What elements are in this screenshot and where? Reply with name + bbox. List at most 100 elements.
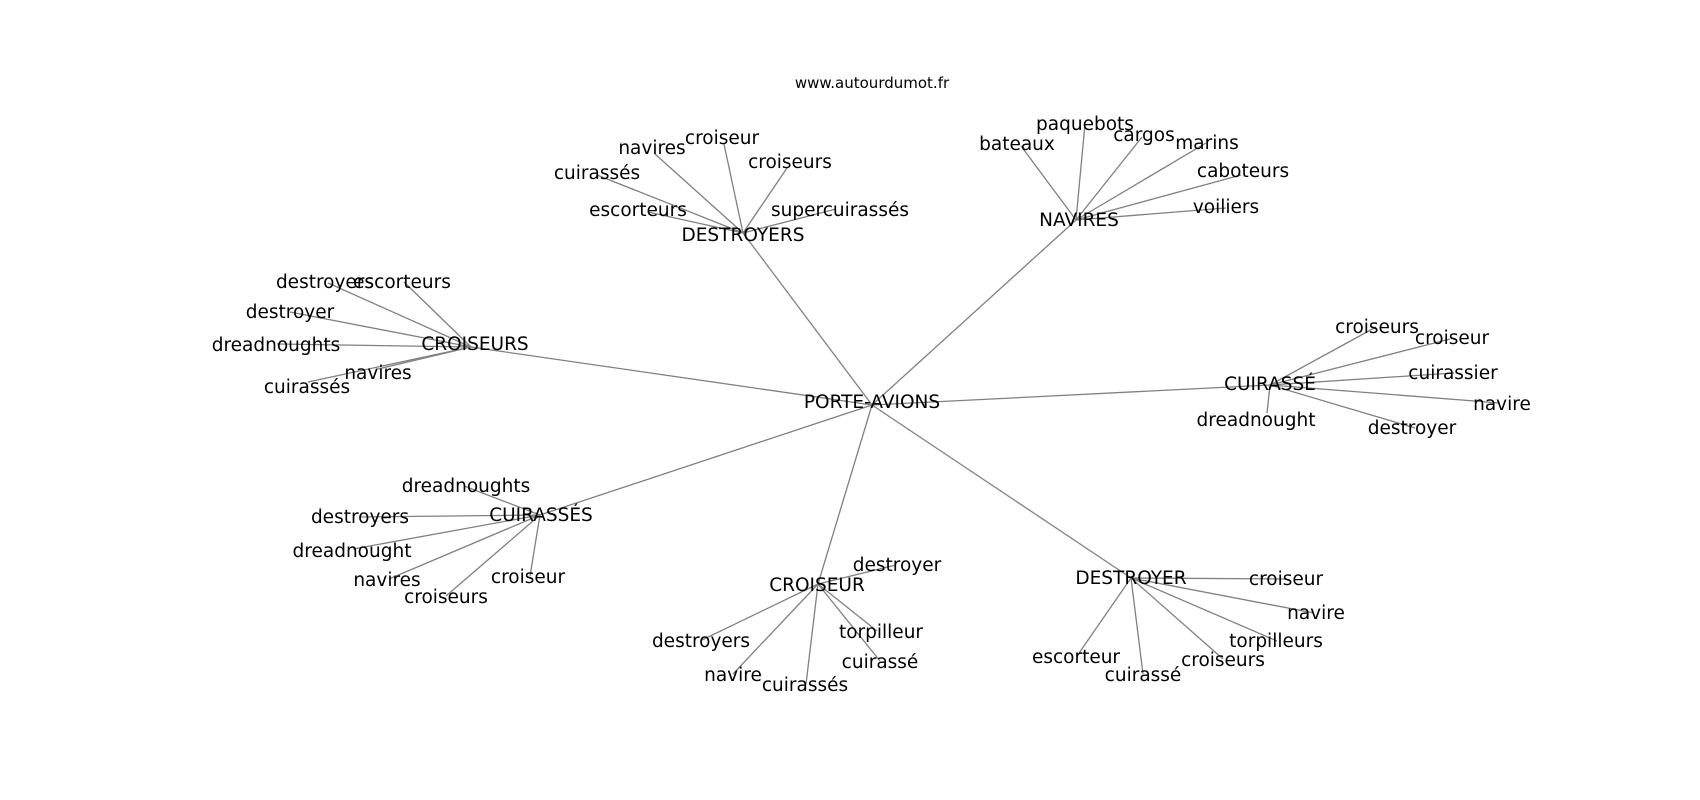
edge-hub-to-leaf <box>359 514 541 518</box>
edge-hub-to-leaf <box>817 583 878 632</box>
leaf-node-label: croiseurs <box>404 587 488 608</box>
leaf-node-label: croiseur <box>1249 569 1324 590</box>
edge-hub-to-leaf <box>817 583 881 662</box>
leaf-node-label: cuirassés <box>762 675 848 696</box>
edge-hub-to-leaf <box>723 143 744 234</box>
leaf-node-label: destroyers <box>652 631 750 652</box>
edge-hub-to-leaf <box>1266 384 1271 414</box>
edge-hub-to-leaf <box>647 211 744 234</box>
leaf-node-label: navires <box>344 363 411 384</box>
edge-hub-to-leaf <box>1269 384 1501 404</box>
edges-layer <box>276 123 1501 685</box>
edge-hub-to-leaf <box>817 564 897 585</box>
edge-hub-to-leaf <box>445 514 541 597</box>
leaf-node-label: paquebots <box>1036 114 1134 135</box>
edge-hub-to-leaf <box>1130 577 1315 614</box>
leaf-node-label: croiseurs <box>1335 317 1419 338</box>
leaf-node-label: dreadnought <box>1197 410 1316 431</box>
labels-layer: PORTE-AVIONSDESTROYERScroiseurnavirescui… <box>212 114 1531 696</box>
leaf-node-label: navires <box>618 138 685 159</box>
source-url: www.autourdumot.fr <box>795 74 950 92</box>
hub-node-label: NAVIRES <box>1039 210 1119 231</box>
leaf-node-label: destroyers <box>276 272 374 293</box>
edge-hub-to-leaf <box>742 208 837 234</box>
leaf-node-label: dreadnought <box>293 541 412 562</box>
edge-hub-to-leaf <box>1076 577 1132 657</box>
leaf-node-label: cuirassés <box>554 163 640 184</box>
leaf-node-label: cuirassés <box>264 377 350 398</box>
edge-hub-to-leaf <box>388 514 541 580</box>
edge-hub-to-leaf <box>596 174 744 234</box>
leaf-node-label: destroyer <box>853 555 942 576</box>
leaf-node-label: cuirassé <box>1105 665 1182 686</box>
edge-hub-to-leaf <box>1269 338 1451 386</box>
edge-hub-to-leaf <box>327 282 472 348</box>
leaf-node-label: torpilleurs <box>1229 631 1323 652</box>
edge-hub-to-leaf <box>1075 136 1143 221</box>
edge-hub-to-leaf <box>1020 145 1077 221</box>
leaf-node-label: voiliers <box>1193 197 1259 218</box>
edge-center-to-hub <box>817 404 873 585</box>
edge-center-to-hub <box>871 384 1271 406</box>
edge-center-to-hub <box>470 346 873 406</box>
hub-node-label: CUIRASSÉS <box>489 504 593 526</box>
edge-hub-to-leaf <box>1269 326 1377 386</box>
leaf-node-label: croiseurs <box>1181 650 1265 671</box>
leaf-node-label: dreadnoughts <box>402 476 531 497</box>
leaf-node-label: croiseur <box>491 567 566 588</box>
edge-hub-to-leaf <box>1130 577 1287 580</box>
edge-center-to-hub <box>871 219 1077 406</box>
edge-hub-to-leaf <box>742 167 788 234</box>
edge-center-to-hub <box>871 404 1132 579</box>
leaf-node-label: croiseurs <box>748 152 832 173</box>
leaf-node-label: escorteurs <box>589 200 687 221</box>
edge-hub-to-leaf <box>1075 174 1242 221</box>
edge-hub-to-leaf <box>1130 577 1224 660</box>
edge-hub-to-leaf <box>276 343 472 348</box>
hub-node-label: DESTROYER <box>1075 568 1186 589</box>
leaf-node-label: torpilleur <box>839 622 923 643</box>
leaf-node-label: navire <box>1287 603 1345 624</box>
edge-center-to-hub <box>742 232 873 406</box>
leaf-node-label: escorteur <box>1032 647 1120 668</box>
leaf-node-label: destroyer <box>1368 418 1457 439</box>
edge-hub-to-leaf <box>701 583 819 641</box>
hub-node-label: CROISEUR <box>769 575 865 596</box>
edge-hub-to-leaf <box>1269 384 1416 429</box>
leaf-node-label: croiseur <box>1415 328 1490 349</box>
leaf-node-label: cuirassé <box>842 652 919 673</box>
edge-hub-to-leaf <box>1269 372 1455 386</box>
leaf-node-label: cuirassier <box>1408 363 1498 384</box>
edge-hub-to-leaf <box>805 583 819 685</box>
edge-hub-to-leaf <box>307 346 472 383</box>
leaf-node-label: destroyers <box>311 507 409 528</box>
edge-hub-to-leaf <box>1075 207 1227 221</box>
leaf-node-label: navire <box>704 665 762 686</box>
hub-node-label: CROISEURS <box>421 334 528 355</box>
edge-hub-to-leaf <box>289 311 472 348</box>
leaf-node-label: dreadnoughts <box>212 335 341 356</box>
leaf-node-label: navires <box>353 570 420 591</box>
leaf-node-label: croiseur <box>685 128 760 149</box>
edge-hub-to-leaf <box>1075 123 1086 221</box>
leaf-node-label: escorteurs <box>353 272 451 293</box>
hub-node-label: DESTROYERS <box>682 225 805 246</box>
leaf-node-label: bateaux <box>979 134 1055 155</box>
leaf-node-label: navire <box>1473 394 1531 415</box>
edge-hub-to-leaf <box>529 514 541 577</box>
edge-hub-to-leaf <box>1130 577 1278 642</box>
edge-center-to-hub <box>539 404 873 516</box>
hub-node-label: CUIRASSÉ <box>1224 373 1316 395</box>
leaf-node-label: destroyer <box>246 302 335 323</box>
leaf-node-label: cargos <box>1113 125 1175 146</box>
edge-hub-to-leaf <box>1130 577 1144 675</box>
leaf-node-label: supercuirassés <box>771 200 909 221</box>
leaf-node-label: marins <box>1175 133 1238 154</box>
edge-hub-to-leaf <box>1075 142 1207 221</box>
center-node-label: PORTE-AVIONS <box>804 392 940 413</box>
edge-hub-to-leaf <box>732 583 819 675</box>
leaf-node-label: caboteurs <box>1197 161 1289 182</box>
edge-hub-to-leaf <box>352 514 541 550</box>
edge-hub-to-leaf <box>654 153 744 234</box>
